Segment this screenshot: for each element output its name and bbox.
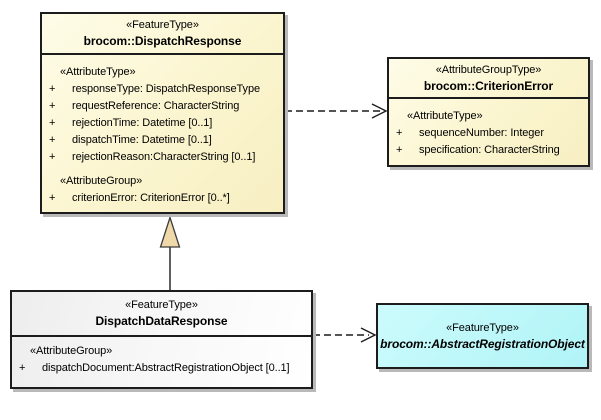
attribute-row: + rejectionTime: Datetime [0..1] [42, 115, 283, 132]
dependency-arrow-criterion-error[interactable] [285, 103, 388, 119]
visibility-plus: + [49, 192, 56, 204]
visibility-plus: + [49, 83, 56, 95]
visibility-plus: + [49, 151, 56, 163]
stereotype-label: «AttributeGroupType» [435, 63, 542, 76]
stereotype-label: «FeatureType» [125, 299, 198, 311]
attribute-type-label: «AttributeType» [60, 66, 136, 78]
attribute-text: specification: CharacterString [419, 144, 560, 156]
attribute-row: + specification: CharacterString [389, 142, 588, 159]
attribute-text: responseType: DispatchResponseType [72, 83, 260, 95]
attribute-text: criterionError: CriterionError [0..*] [72, 192, 230, 204]
generalization-arrow[interactable] [159, 215, 181, 291]
attributes-compartment: «AttributeType» + responseType: Dispatch… [42, 55, 283, 207]
class-header: «FeatureType» brocom::AbstractRegistrati… [378, 305, 587, 367]
visibility-plus: + [19, 362, 26, 374]
generalization-triangle [159, 215, 181, 248]
attribute-text: sequenceNumber: Integer [419, 127, 544, 139]
visibility-plus: + [396, 144, 403, 156]
class-box-dispatch-response[interactable]: «FeatureType» brocom::DispatchResponse «… [40, 12, 285, 214]
attribute-row: + requestReference: CharacterString [42, 98, 283, 115]
dependency-arrow-abstract-registration-object[interactable] [313, 327, 377, 343]
stereotype-label: «FeatureType» [126, 19, 199, 31]
class-box-abstract-registration-object[interactable]: «FeatureType» brocom::AbstractRegistrati… [376, 303, 589, 369]
attribute-row: + rejectionReason:CharacterString [0..1] [42, 149, 283, 166]
visibility-plus: + [49, 134, 56, 146]
attribute-text: requestReference: CharacterString [72, 100, 240, 112]
class-header: «FeatureType» brocom::DispatchResponse [42, 14, 283, 55]
visibility-plus: + [49, 100, 56, 112]
attribute-text: dispatchDocument:AbstractRegistrationObj… [42, 362, 290, 374]
stereotype-label: «FeatureType» [446, 321, 519, 334]
attribute-row: + dispatchTime: Datetime [0..1] [42, 132, 283, 149]
attribute-group-label: «AttributeGroup» [60, 175, 143, 187]
class-name: DispatchDataResponse [95, 314, 228, 328]
attributes-compartment: «AttributeGroup» + dispatchDocument:Abst… [12, 337, 311, 377]
visibility-plus: + [396, 127, 403, 139]
class-header: «AttributeGroupType» brocom::CriterionEr… [389, 59, 588, 99]
attribute-text: dispatchTime: Datetime [0..1] [72, 134, 212, 146]
visibility-plus: + [49, 117, 56, 129]
attributes-compartment: «AttributeType» + sequenceNumber: Intege… [389, 99, 588, 159]
attribute-row: + responseType: DispatchResponseType [42, 81, 283, 98]
attribute-row: + sequenceNumber: Integer [389, 125, 588, 142]
attribute-group-label: «AttributeGroup» [30, 345, 113, 357]
class-name: brocom::AbstractRegistrationObject [380, 336, 585, 351]
attribute-row: + dispatchDocument:AbstractRegistrationO… [12, 360, 311, 377]
class-box-criterion-error[interactable]: «AttributeGroupType» brocom::CriterionEr… [387, 57, 590, 167]
attribute-type-label: «AttributeType» [407, 110, 483, 122]
class-name: brocom::DispatchResponse [83, 34, 242, 48]
attribute-text: rejectionTime: Datetime [0..1] [72, 117, 213, 129]
class-name: brocom::CriterionError [423, 78, 554, 93]
attribute-row: + criterionError: CriterionError [0..*] [42, 190, 283, 207]
attribute-text: rejectionReason:CharacterString [0..1] [72, 151, 256, 163]
class-header: «FeatureType» DispatchDataResponse [12, 292, 311, 337]
class-box-dispatch-data-response[interactable]: «FeatureType» DispatchDataResponse «Attr… [10, 290, 313, 389]
